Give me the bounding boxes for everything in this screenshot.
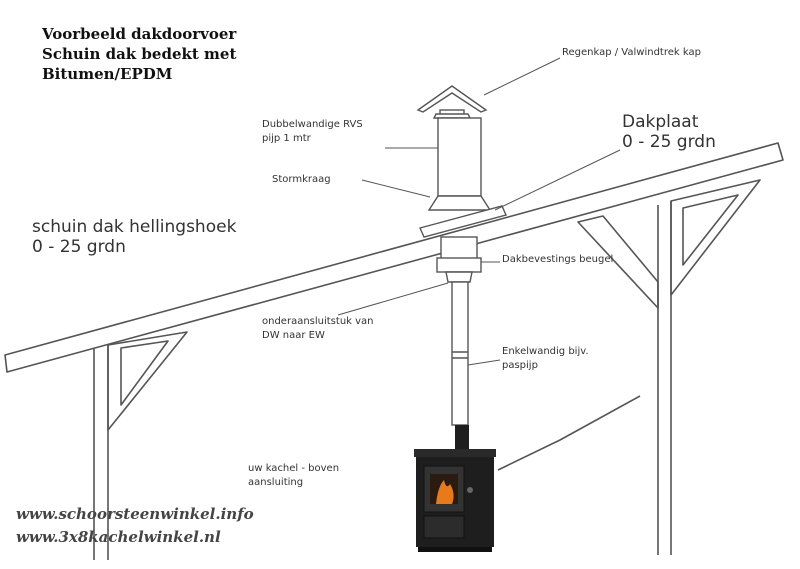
- label-single-wall-pipe: Enkelwandig bijv. paspijp: [502, 345, 589, 373]
- stove-flue-outlet: [455, 425, 469, 449]
- label-stove-2: aansluiting: [248, 477, 304, 488]
- footer-url-1[interactable]: www.schoorsteenwinkel.info: [16, 505, 254, 523]
- leader-rain-cap: [483, 57, 561, 96]
- label-adapter-2: DW naar EW: [262, 330, 325, 341]
- leader-roof-plate: [494, 149, 621, 211]
- leader-single-pipe: [467, 359, 501, 366]
- label-storm-collar: Stormkraag: [272, 174, 331, 185]
- right-post: [657, 201, 672, 555]
- label-roof-plate: Dakplaat 0 - 25 grdn: [622, 112, 716, 152]
- stove-rail: [497, 395, 641, 471]
- right-brace: [670, 179, 761, 296]
- label-double-wall-pipe: Dubbelwandige RVS pijp 1 mtr: [262, 118, 363, 146]
- footer-url-2[interactable]: www.3x8kachelwinkel.nl: [16, 528, 221, 546]
- label-stove: uw kachel - boven aansluiting: [248, 462, 339, 490]
- roof-beam: [4, 142, 784, 373]
- label-roof-slope-2: 0 - 25 grdn: [32, 237, 126, 257]
- fire-icon: [436, 480, 454, 504]
- label-single-wall-pipe-2: paspijp: [502, 360, 538, 371]
- stove-top: [414, 449, 496, 457]
- double-wall-pipe: [437, 117, 482, 197]
- label-roof-bracket: Dakbevestings beugel: [502, 254, 614, 265]
- stove-knob: [467, 487, 473, 493]
- label-adapter: onderaansluitstuk van DW naar EW: [262, 315, 374, 343]
- roof-bracket: [436, 257, 482, 273]
- storm-collar: [427, 195, 492, 211]
- label-roof-plate-1: Dakplaat: [622, 112, 699, 132]
- middle-brace: [577, 215, 659, 309]
- label-rain-cap: Regenkap / Valwindtrek kap: [562, 47, 701, 58]
- stove: [414, 425, 496, 552]
- label-adapter-1: onderaansluitstuk van: [262, 316, 374, 327]
- label-single-wall-pipe-1: Enkelwandig bijv.: [502, 346, 589, 357]
- stove-legs: [418, 547, 492, 552]
- label-double-wall-pipe-2: pijp 1 mtr: [262, 133, 311, 144]
- leader-adapter: [337, 282, 449, 316]
- label-roof-slope-1: schuin dak hellingshoek: [32, 217, 237, 237]
- label-roof-plate-2: 0 - 25 grdn: [622, 132, 716, 152]
- title-line-2: Schuin dak bedekt met: [42, 45, 237, 63]
- label-stove-1: uw kachel - boven: [248, 463, 340, 474]
- adapter: [445, 271, 473, 283]
- stove-ash-door: [423, 515, 465, 539]
- rain-cap: [416, 85, 488, 113]
- title-line-1: Voorbeeld dakdoorvoer: [42, 25, 237, 43]
- label-double-wall-pipe-1: Dubbelwandige RVS: [262, 119, 363, 130]
- title-line-3: Bitumen/EPDM: [42, 65, 173, 83]
- roof-plate: [419, 205, 507, 238]
- leader-storm-collar: [361, 179, 431, 198]
- diagram-title: Voorbeeld dakdoorvoer Schuin dak bedekt …: [42, 24, 236, 84]
- left-brace: [107, 331, 188, 431]
- single-wall-pipe: [451, 281, 469, 426]
- label-roof-slope: schuin dak hellingshoek 0 - 25 grdn: [32, 217, 236, 257]
